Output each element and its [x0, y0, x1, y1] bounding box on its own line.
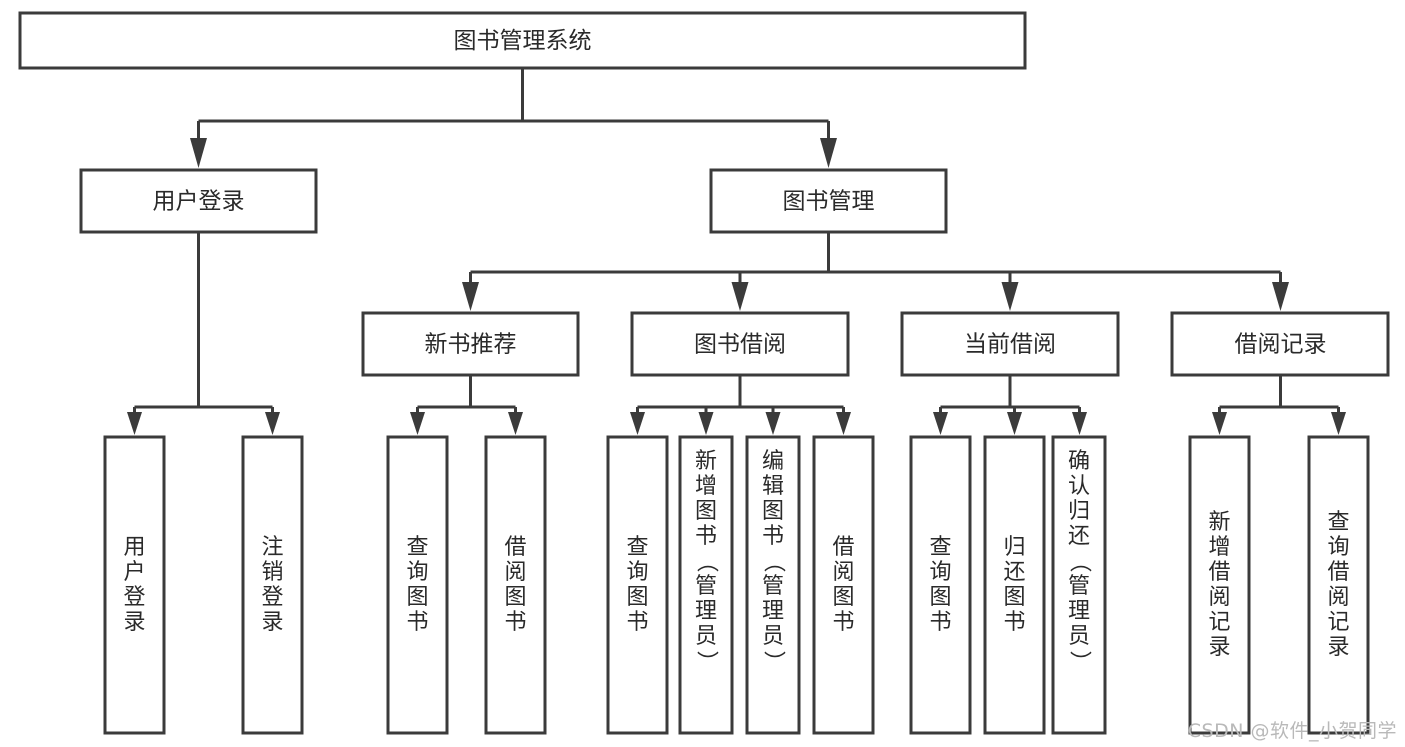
leaf-node-group — [103, 435, 1370, 735]
connector-booking-to-level3 — [462, 232, 1289, 311]
node-book-management[interactable]: 图书管理 — [709, 168, 948, 234]
watermark-text: CSDN @软件_小贺同学 — [1187, 720, 1397, 742]
connector-newbook-to-leaves — [410, 375, 523, 435]
node-root-label: 图书管理系统 — [454, 28, 592, 54]
node-book-management-box[interactable] — [709, 168, 948, 234]
node-root[interactable]: 图书管理系统 — [18, 11, 1027, 70]
node-user-login-label: 用户登录 — [153, 189, 245, 215]
leaf-node-box[interactable] — [678, 435, 734, 735]
node-current-borrow-label: 当前借阅 — [964, 332, 1056, 358]
arrow-head-icon — [698, 412, 714, 435]
leaf-node-box[interactable] — [103, 435, 166, 735]
node-new-book-recommend-box[interactable] — [361, 311, 580, 377]
arrow-head-icon — [410, 412, 425, 435]
connector-records-to-leaves — [1212, 375, 1346, 435]
arrow-head-icon — [1272, 282, 1289, 311]
node-borrow-records-label: 借阅记录 — [1235, 332, 1327, 358]
leaf-node-box[interactable] — [1051, 435, 1107, 735]
leaf-node-box[interactable] — [1307, 435, 1370, 735]
node-user-login[interactable]: 用户登录 — [79, 168, 318, 234]
arrow-head-icon — [127, 412, 142, 435]
leaf-node-box[interactable] — [606, 435, 669, 735]
leaf-node-box[interactable] — [812, 435, 875, 735]
leaf-node-box[interactable] — [1188, 435, 1251, 735]
node-root-box[interactable] — [18, 11, 1027, 70]
arrow-head-icon — [1007, 412, 1022, 435]
node-borrow-records-box[interactable] — [1170, 311, 1390, 377]
arrow-head-icon — [265, 412, 280, 435]
connector-current-to-leaves — [933, 375, 1087, 435]
arrow-head-icon — [765, 412, 781, 435]
leaf-node-box[interactable] — [386, 435, 449, 735]
node-book-borrow-label: 图书借阅 — [694, 332, 786, 358]
arrow-head-icon — [820, 138, 837, 168]
arrow-head-icon — [1212, 412, 1227, 435]
node-new-book-recommend[interactable]: 新书推荐 — [361, 311, 580, 377]
leaf-node-box[interactable] — [484, 435, 547, 735]
arrow-head-icon — [508, 412, 523, 435]
arrow-head-icon — [836, 412, 851, 435]
node-book-borrow[interactable]: 图书借阅 — [630, 311, 850, 377]
connector-root-to-level2 — [190, 68, 837, 168]
node-user-login-box[interactable] — [79, 168, 318, 234]
arrow-head-icon — [1331, 412, 1346, 435]
node-current-borrow-box[interactable] — [900, 311, 1120, 377]
arrow-head-icon — [1072, 412, 1087, 435]
connector-userlogin-to-leaves — [127, 232, 280, 435]
node-borrow-records[interactable]: 借阅记录 — [1170, 311, 1390, 377]
arrow-head-icon — [1001, 282, 1019, 311]
node-new-book-recommend-label: 新书推荐 — [425, 332, 517, 358]
arrow-head-icon — [731, 282, 749, 311]
arrow-head-icon — [462, 282, 479, 311]
arrow-head-icon — [190, 138, 207, 168]
leaf-node-box[interactable] — [983, 435, 1046, 735]
node-book-borrow-box[interactable] — [630, 311, 850, 377]
arrow-head-icon — [630, 412, 645, 435]
leaf-node-box[interactable] — [909, 435, 972, 735]
arrow-head-icon — [933, 412, 948, 435]
node-current-borrow[interactable]: 当前借阅 — [900, 311, 1120, 377]
node-book-management-label: 图书管理 — [783, 189, 875, 215]
leaf-node-box[interactable] — [745, 435, 801, 735]
connector-borrow-to-leaves — [630, 375, 851, 435]
leaf-node-box[interactable] — [241, 435, 304, 735]
